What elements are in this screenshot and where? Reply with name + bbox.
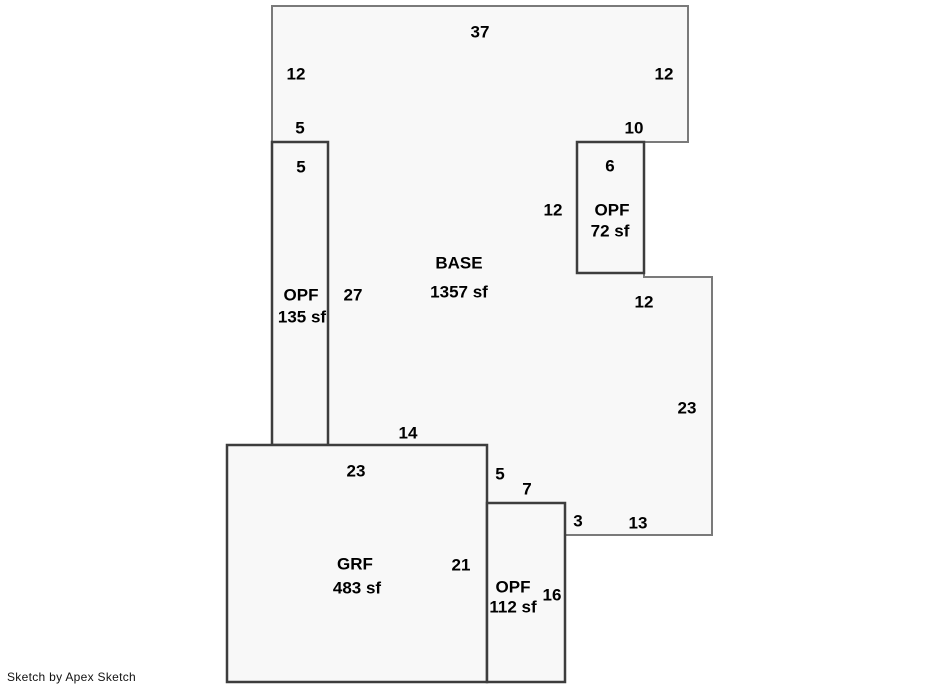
sketch-credit: Sketch by Apex Sketch [7,670,136,684]
area-size-opf72: 72 sf [591,222,630,241]
dim-base-opf112-top: 7 [522,480,531,499]
dim-base-bottom: 13 [629,514,648,533]
dim-base-step-small: 3 [573,512,582,531]
opf-72-area-outline [575,140,646,275]
dim-base-bottom-step: 14 [399,424,418,443]
area-size-grf: 483 sf [333,579,382,598]
dim-base-right-side: 23 [678,399,697,418]
dim-opf72-top: 6 [605,157,614,176]
opf-135-area-outline [270,140,330,447]
dim-opf112-right: 16 [543,586,562,605]
area-label-opf112: OPF [496,578,531,597]
dim-base-left-side: 27 [344,286,363,305]
dim-base-left-step: 5 [295,119,304,138]
area-size-opf135: 135 sf [278,308,327,327]
dim-base-notch-bottom: 12 [635,293,654,312]
dim-base-grf-step: 5 [495,465,504,484]
dim-base-notch-side: 12 [544,201,563,220]
dim-base-notch-top: 10 [625,119,644,138]
area-label-base: BASE [435,254,482,273]
dim-base-left-upper: 12 [287,65,306,84]
dim-grf-right: 21 [452,556,471,575]
area-size-opf112: 112 sf [489,598,537,617]
area-size-base: 1357 sf [430,283,488,302]
area-label-opf135: OPF [284,286,319,305]
area-label-opf72: OPF [595,201,630,220]
dim-opf135-top: 5 [296,158,305,177]
opf-112-area-outline [485,501,567,684]
dim-grf-top: 23 [347,462,366,481]
dim-base-right-upper: 12 [655,65,674,84]
area-label-grf: GRF [337,555,373,574]
dim-base-top: 37 [471,23,490,42]
grf-area-outline [225,443,489,684]
